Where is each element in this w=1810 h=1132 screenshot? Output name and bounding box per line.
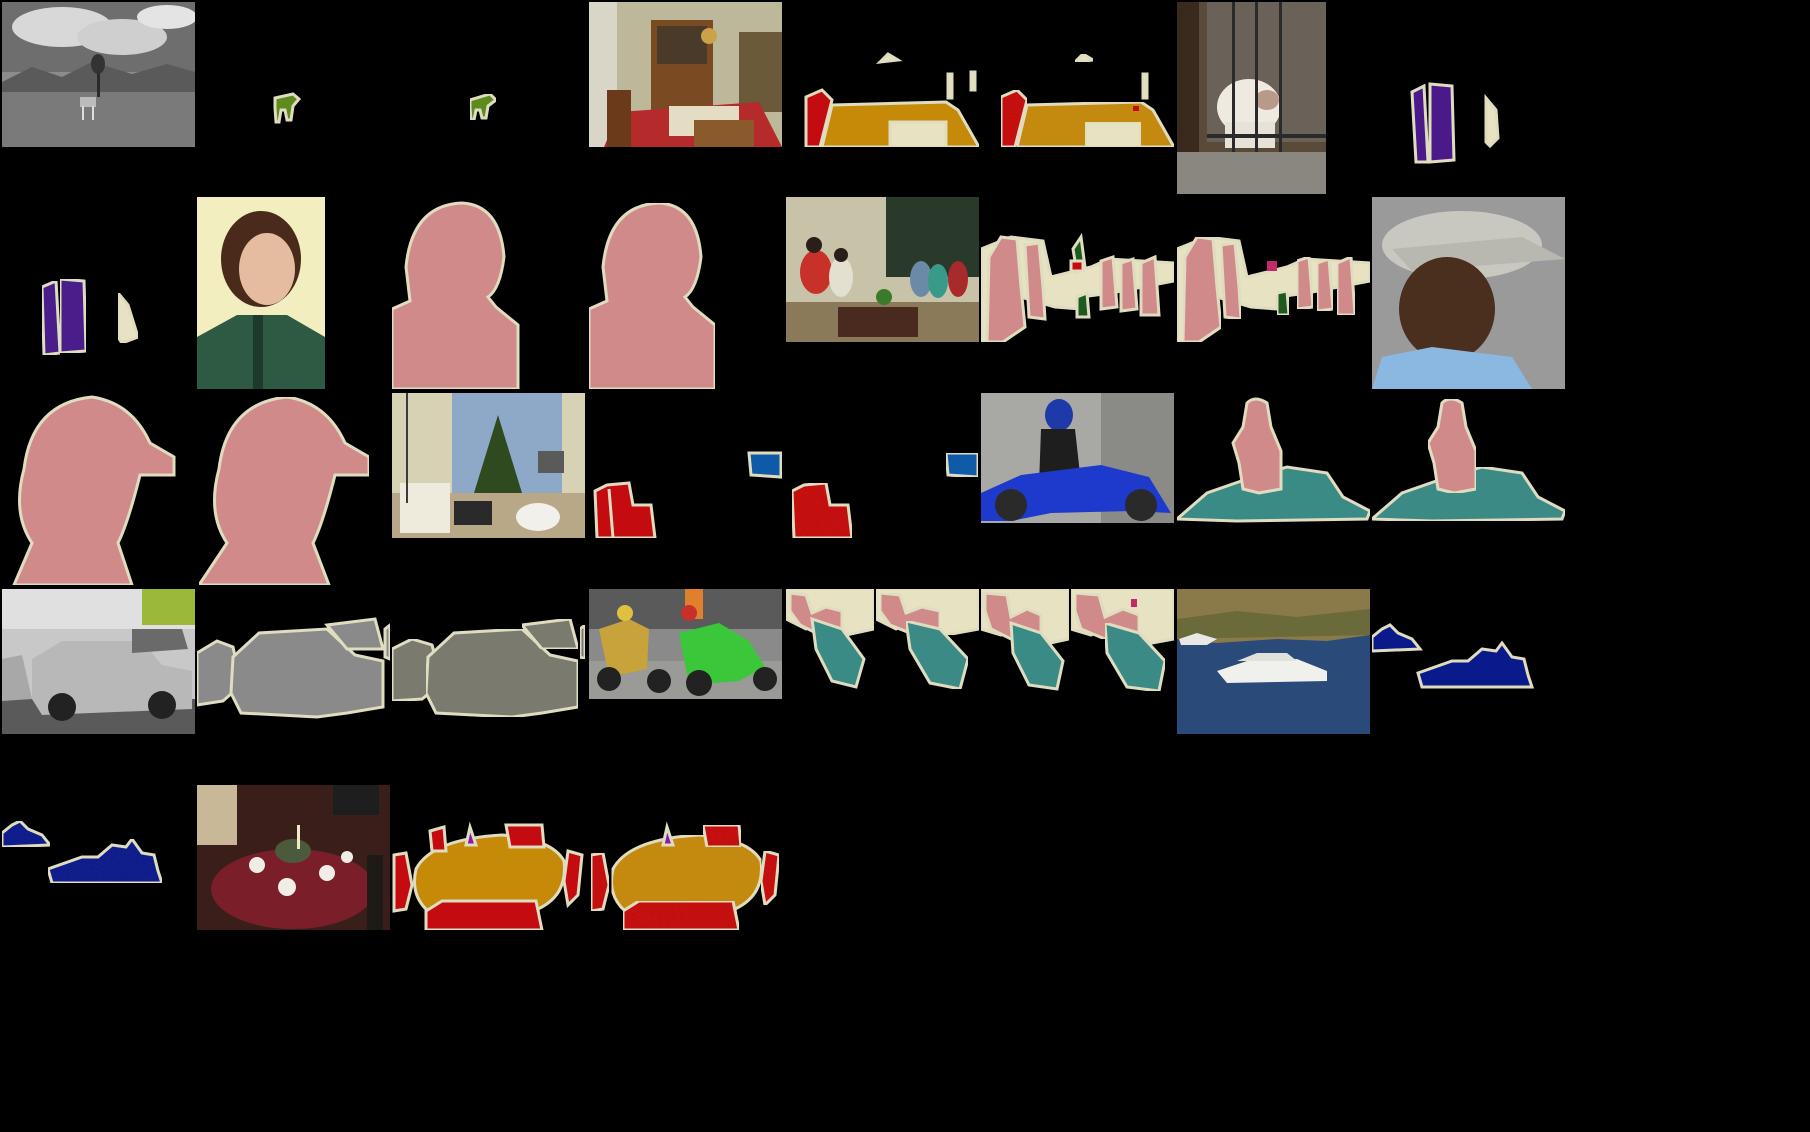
pred-mask-cow-field [392, 2, 585, 147]
photo-motorcyclist [981, 393, 1174, 523]
gt-mask-christmas-room [589, 393, 782, 538]
gt-mask-boy-cap [2, 393, 195, 585]
pred-mask-dog-window [2, 197, 195, 389]
photo-motorbike-race [589, 589, 782, 699]
pred-mask-car-lot [392, 589, 585, 734]
photo-cow-field [2, 2, 195, 147]
pred-mask-motorbike-race-b [1071, 589, 1174, 699]
gt-mask-dog-window [1372, 2, 1565, 194]
photo-woman-portrait [197, 197, 325, 389]
pred-mask-dining-room [981, 2, 1174, 147]
pred-mask-boy-cap [197, 393, 390, 585]
gt-mask-dining-room [786, 2, 979, 147]
gt-mask-dinner-table [392, 785, 585, 930]
gt-mask-cow-field [197, 2, 390, 147]
photo-boy-cap [1372, 197, 1565, 389]
pred-mask-living-room-people [1177, 197, 1370, 342]
photo-yacht [1177, 589, 1370, 734]
photo-dining-room [589, 2, 782, 147]
gt-mask-motorcyclist [1177, 393, 1370, 523]
gt-mask-yacht [1372, 589, 1565, 699]
gt-mask-motorbike-race-b [981, 589, 1069, 699]
gt-mask-woman-portrait [392, 197, 585, 389]
pred-mask-dinner-table [589, 785, 782, 930]
photo-car-lot [2, 589, 195, 734]
pred-mask-christmas-room [786, 393, 979, 538]
photo-christmas-room [392, 393, 585, 538]
photo-living-room-people [786, 197, 979, 342]
pred-mask-woman-portrait [589, 197, 717, 389]
gt-mask-car-lot [197, 589, 390, 734]
pred-mask-motorcyclist [1372, 393, 1565, 523]
pred-mask-motorbike-race-a [876, 589, 979, 699]
pred-mask-yacht [2, 785, 195, 895]
photo-dog-window [1177, 2, 1326, 194]
gt-mask-living-room-people [981, 197, 1174, 342]
photo-dinner-table [197, 785, 390, 930]
gt-mask-motorbike-race-a [786, 589, 874, 699]
